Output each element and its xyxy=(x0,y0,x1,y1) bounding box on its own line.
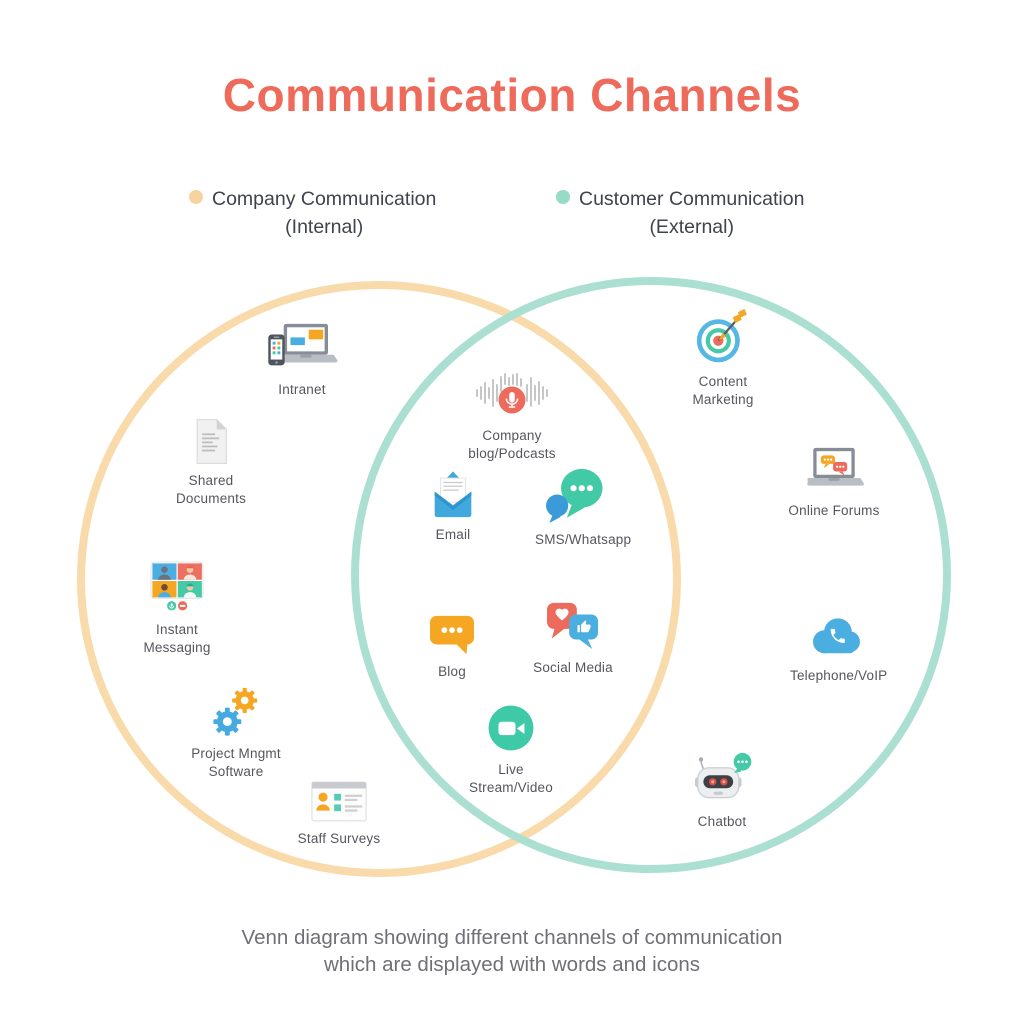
laptop-and-phone-icon xyxy=(266,322,338,374)
item-label: Intranet xyxy=(278,382,326,397)
laptop-chat-icon xyxy=(801,446,867,495)
page-title: Communication Channels xyxy=(222,69,802,121)
item-label: Online Forums xyxy=(788,503,880,518)
venn-item-content-marketing: Content Marketing xyxy=(681,308,765,409)
caption: Venn diagram showing different channels … xyxy=(0,924,1024,978)
venn-item-staff-surveys: Staff Surveys xyxy=(284,780,394,848)
target-dart-icon xyxy=(693,308,753,366)
heart-thumbsup-bubbles-icon xyxy=(544,600,602,652)
item-label: Chatbot xyxy=(697,814,747,829)
venn-item-instant-messaging: Instant Messaging xyxy=(136,560,218,657)
venn-item-online-forums: Online Forums xyxy=(779,446,889,520)
item-label: Project Mngmt Software xyxy=(191,746,281,779)
robot-icon xyxy=(691,752,753,806)
venn-item-company-blog-podcasts: Company blog/Podcasts xyxy=(456,372,568,463)
item-label: Live Stream/Video xyxy=(469,762,553,795)
caption-line2: which are displayed with words and icons xyxy=(323,953,701,977)
venn-item-project-mngmt-software: Project Mngmt Software xyxy=(180,686,292,781)
item-label: SMS/Whatsapp xyxy=(535,532,632,547)
item-label: Staff Surveys xyxy=(297,831,381,846)
caption-line1: Venn diagram showing different channels … xyxy=(241,926,783,949)
venn-item-chatbot: Chatbot xyxy=(677,752,767,831)
video-call-grid-icon xyxy=(146,560,208,614)
legend-external: Customer Communication (External) xyxy=(556,185,804,242)
legend-dot-external xyxy=(556,190,570,204)
chat-bubbles-icon xyxy=(544,466,606,524)
item-label: Content Marketing xyxy=(692,374,754,407)
document-icon xyxy=(192,418,230,465)
item-label: Company blog/Podcasts xyxy=(468,428,556,461)
gears-icon xyxy=(209,686,263,738)
video-camera-circle-icon xyxy=(485,702,537,754)
survey-card-icon xyxy=(310,780,368,823)
venn-item-sms-whatsapp: SMS/Whatsapp xyxy=(535,466,632,549)
legend-internal-sublabel: (Internal) xyxy=(285,216,364,239)
item-label: Email xyxy=(435,527,471,542)
speech-bubble-dots-icon xyxy=(427,612,477,656)
venn-item-email: Email xyxy=(413,470,493,544)
venn-item-shared-documents: Shared Documents xyxy=(170,418,252,508)
legend-internal-label: Company Communication xyxy=(212,188,437,210)
item-label: Instant Messaging xyxy=(143,622,211,655)
venn-circle-external xyxy=(351,277,951,873)
venn-item-blog: Blog xyxy=(412,612,492,681)
item-label: Telephone/VoIP xyxy=(790,668,888,683)
legend-internal: Company Communication (Internal) xyxy=(189,185,436,242)
venn-item-social-media: Social Media xyxy=(518,600,628,677)
item-label: Blog xyxy=(438,664,466,679)
microphone-waveform-icon xyxy=(474,372,550,420)
legend-external-label: Customer Communication xyxy=(579,188,805,210)
venn-item-telephone-voip: Telephone/VoIP xyxy=(790,614,888,685)
legend-external-sublabel: (External) xyxy=(649,216,734,239)
legend-dot-internal xyxy=(189,190,203,204)
item-label: Shared Documents xyxy=(175,473,247,506)
item-label: Social Media xyxy=(533,660,613,675)
cloud-phone-icon xyxy=(806,614,866,660)
venn-item-live-stream-video: Live Stream/Video xyxy=(461,702,561,797)
venn-item-intranet: Intranet xyxy=(257,322,347,399)
open-envelope-icon xyxy=(426,470,480,519)
